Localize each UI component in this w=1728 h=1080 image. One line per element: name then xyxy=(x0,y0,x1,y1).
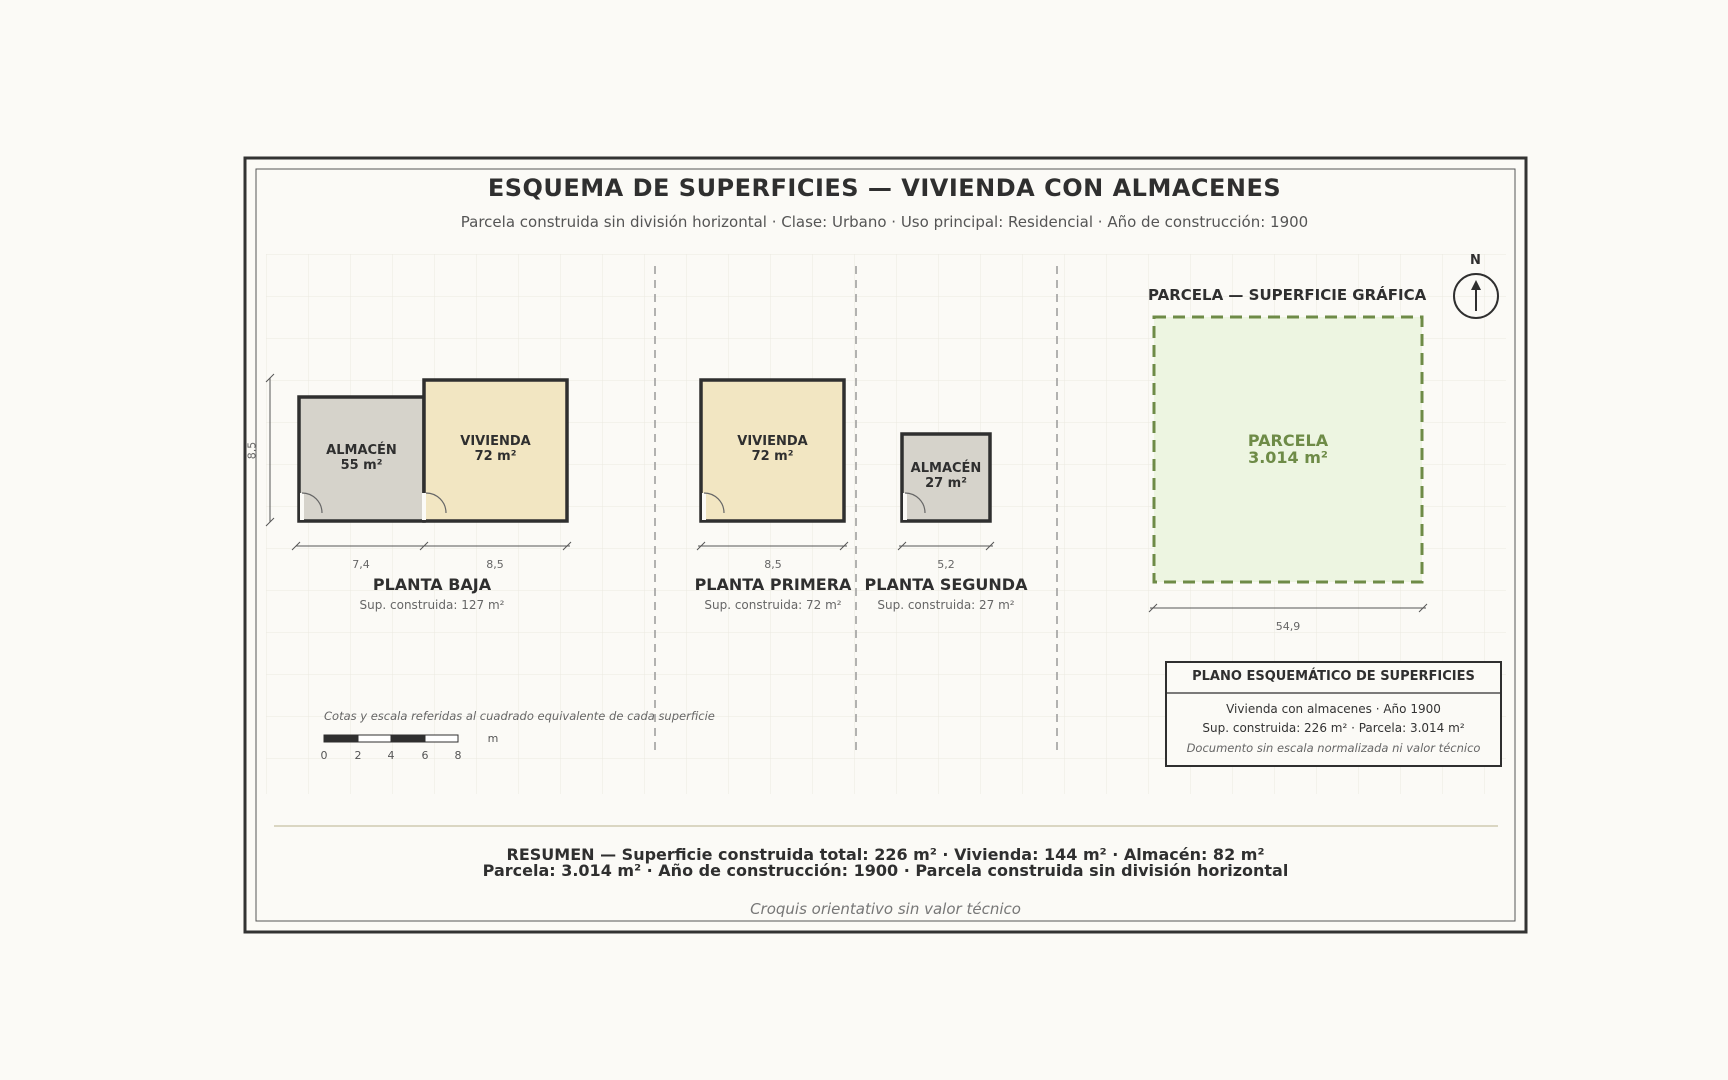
room-area: 72 m² xyxy=(474,449,517,464)
floor-sup-planta-baja: Sup. construida: 127 m² xyxy=(359,598,505,612)
dimension-tick xyxy=(696,541,706,551)
floor-name-planta-baja: PLANTA BAJA xyxy=(372,575,492,594)
cartouche-box xyxy=(1165,661,1502,767)
floor-sup-planta-primera: Sup. construida: 72 m² xyxy=(704,598,842,612)
scale-note: Cotas y escala referidas al cuadrado equ… xyxy=(324,709,715,723)
cartouche-note: Documento sin escala normalizada ni valo… xyxy=(1186,741,1481,755)
room-area: 72 m² xyxy=(751,449,794,464)
door-opening xyxy=(300,493,304,520)
summary-line-1: RESUMEN — Superficie construida total: 2… xyxy=(506,845,1265,864)
dimension-tick xyxy=(897,541,907,551)
room-vivienda-pb xyxy=(422,378,569,523)
north-arrow-icon xyxy=(1453,273,1499,319)
scale-bar-segment xyxy=(323,734,359,743)
room-area: 55 m² xyxy=(340,458,383,473)
door-swing xyxy=(301,492,323,514)
floor-name-planta-primera: PLANTA PRIMERA xyxy=(694,575,852,594)
north-label: N xyxy=(1470,253,1481,268)
room-almacen-p2 xyxy=(900,432,992,523)
dimension-tick xyxy=(291,541,301,551)
dimension-label: 8,5 xyxy=(486,558,504,571)
room-vivienda-p1 xyxy=(699,378,846,523)
dimension-tick xyxy=(985,541,995,551)
dimension-tick xyxy=(1418,603,1428,613)
inner-frame xyxy=(255,168,1516,922)
dimension-tick xyxy=(562,541,572,551)
door-swing xyxy=(425,492,447,514)
door-swing xyxy=(703,492,725,514)
footer-note: Croquis orientativo sin valor técnico xyxy=(750,900,1021,918)
page-subtitle: Parcela construida sin división horizont… xyxy=(460,213,1309,231)
room-name: VIVIENDA xyxy=(737,434,808,449)
room-label-vivienda-pb: VIVIENDA 72 m² xyxy=(424,434,567,464)
scale-bar-segment xyxy=(357,734,392,743)
scale-tick: 6 xyxy=(421,749,429,762)
scale-bar-segment xyxy=(424,734,459,743)
scale-tick: 0 xyxy=(320,749,328,762)
door-opening xyxy=(702,493,706,520)
room-area: 27 m² xyxy=(925,476,967,491)
room-name: VIVIENDA xyxy=(460,434,531,449)
dimension-label: 7,4 xyxy=(352,558,370,571)
room-name: ALMACÉN xyxy=(326,443,397,458)
dimension-label: 54,9 xyxy=(1275,620,1301,633)
scale-tick: 4 xyxy=(387,749,395,762)
dimension-tick xyxy=(839,541,849,551)
scale-tick: 8 xyxy=(454,749,462,762)
door-swing xyxy=(904,492,926,514)
room-label-almacen-p2: ALMACÉN 27 m² xyxy=(902,461,990,491)
dimension-tick xyxy=(419,541,429,551)
parcel-label: PARCELA 3.014 m² xyxy=(1154,432,1422,466)
door-opening xyxy=(422,493,426,520)
scale-bar-segment xyxy=(390,734,426,743)
room-almacen-pb xyxy=(297,395,426,523)
floor-sup-planta-segunda: Sup. construida: 27 m² xyxy=(877,598,1015,612)
room-label-almacen-pb: ALMACÉN 55 m² xyxy=(299,443,424,473)
parcel-area-value: 3.014 m² xyxy=(1248,448,1328,467)
room-label-vivienda-p1: VIVIENDA 72 m² xyxy=(701,434,844,464)
cartouche-title: PLANO ESQUEMÁTICO DE SUPERFICIES xyxy=(1192,669,1475,684)
dimension-tick xyxy=(265,517,275,527)
dimension-tick xyxy=(1148,603,1158,613)
scale-unit: m xyxy=(487,732,499,745)
dimension-tick xyxy=(265,373,275,383)
room-name: ALMACÉN xyxy=(910,461,982,476)
north-arrow-head xyxy=(1471,280,1481,290)
dimension-label: 8,5 xyxy=(764,558,782,571)
parcel-title: PARCELA — SUPERFICIE GRÁFICA xyxy=(1148,286,1427,304)
page-title: ESQUEMA DE SUPERFICIES — VIVIENDA CON AL… xyxy=(487,174,1282,202)
parcel-name: PARCELA xyxy=(1247,431,1329,450)
scale-tick: 2 xyxy=(354,749,362,762)
parcel-area xyxy=(1152,315,1424,584)
door-opening xyxy=(903,493,907,520)
floor-name-planta-segunda: PLANTA SEGUNDA xyxy=(864,575,1028,594)
summary-line-2: Parcela: 3.014 m² · Año de construcción:… xyxy=(482,861,1289,880)
cartouche-line: Vivienda con almacenes · Año 1900 xyxy=(1226,702,1441,716)
dimension-label: 5,2 xyxy=(937,558,955,571)
dimension-label-vertical: 8,5 xyxy=(245,441,259,460)
cartouche-line: Sup. construida: 226 m² · Parcela: 3.014… xyxy=(1202,721,1465,735)
